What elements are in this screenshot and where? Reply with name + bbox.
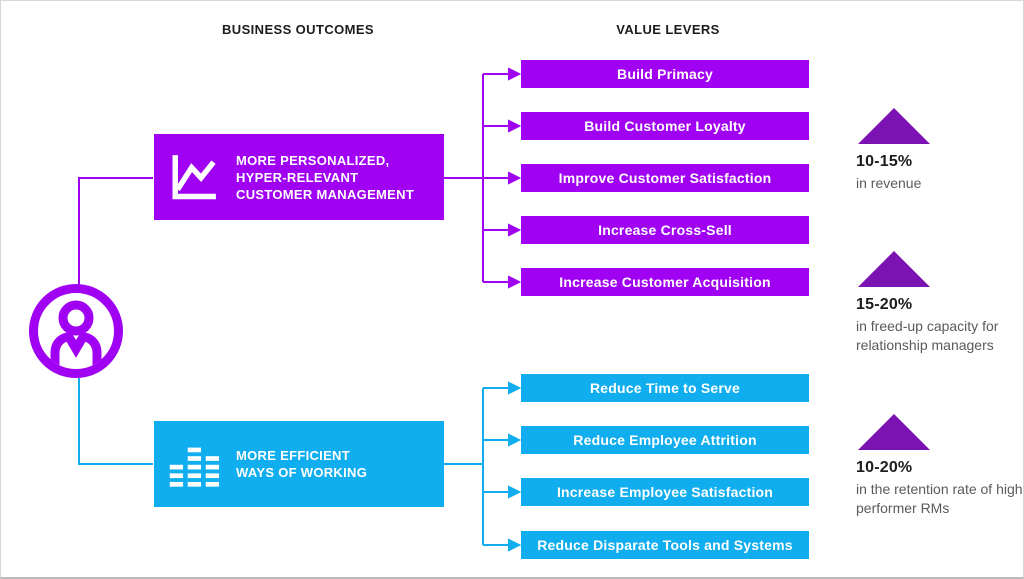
outcome-box-personalized: MORE PERSONALIZED, HYPER-RELEVANT CUSTOM… [154,134,444,220]
lever-bar-reduce-employee-attrition: Reduce Employee Attrition [521,426,809,454]
equalizer-icon [169,447,219,487]
line-chart-icon [172,155,216,200]
outcome-box-efficient: MORE EFFICIENT WAYS OF WORKING [154,421,444,507]
impact-description: in the retention rate of high-performer … [856,481,1024,516]
impact-freed-up-capacity: 15-20% in freed-up capacity for relation… [856,251,1023,355]
lever-bar-reduce-time-to-serve: Reduce Time to Serve [521,374,809,402]
lever-bar-increase-employee-satisfaction: Increase Employee Satisfaction [521,478,809,506]
outcome-box-label: MORE EFFICIENT WAYS OF WORKING [236,448,368,480]
lever-bar-reduce-disparate-tools: Reduce Disparate Tools and Systems [521,531,809,559]
business-outcomes-header: BUSINESS OUTCOMES [222,22,374,37]
increase-triangle-icon [858,414,930,450]
lever-bar-build-primacy: Build Primacy [521,60,809,88]
lever-bar-increase-cross-sell: Increase Cross-Sell [521,216,809,244]
impact-value: 10-20% [856,459,913,476]
impact-description: in revenue [856,175,922,191]
lever-bar-improve-customer-satisfaction: Improve Customer Satisfaction [521,164,809,192]
impact-description: in freed-up capacity for relationship ma… [856,318,999,353]
impact-retention-rate: 10-20% in the retention rate of high-per… [856,414,1024,518]
customer-person-icon [28,283,124,379]
lever-bar-increase-customer-acquisition: Increase Customer Acquisition [521,268,809,296]
impact-value: 15-20% [856,296,913,313]
increase-triangle-icon [858,108,930,144]
impact-value: 10-15% [856,153,913,170]
lever-bar-build-customer-loyalty: Build Customer Loyalty [521,112,809,140]
value-levers-header: VALUE LEVERS [616,22,720,37]
increase-triangle-icon [858,251,930,287]
outcome-box-label: MORE PERSONALIZED, HYPER-RELEVANT CUSTOM… [236,152,415,202]
impact-revenue: 10-15% in revenue [856,108,1023,193]
